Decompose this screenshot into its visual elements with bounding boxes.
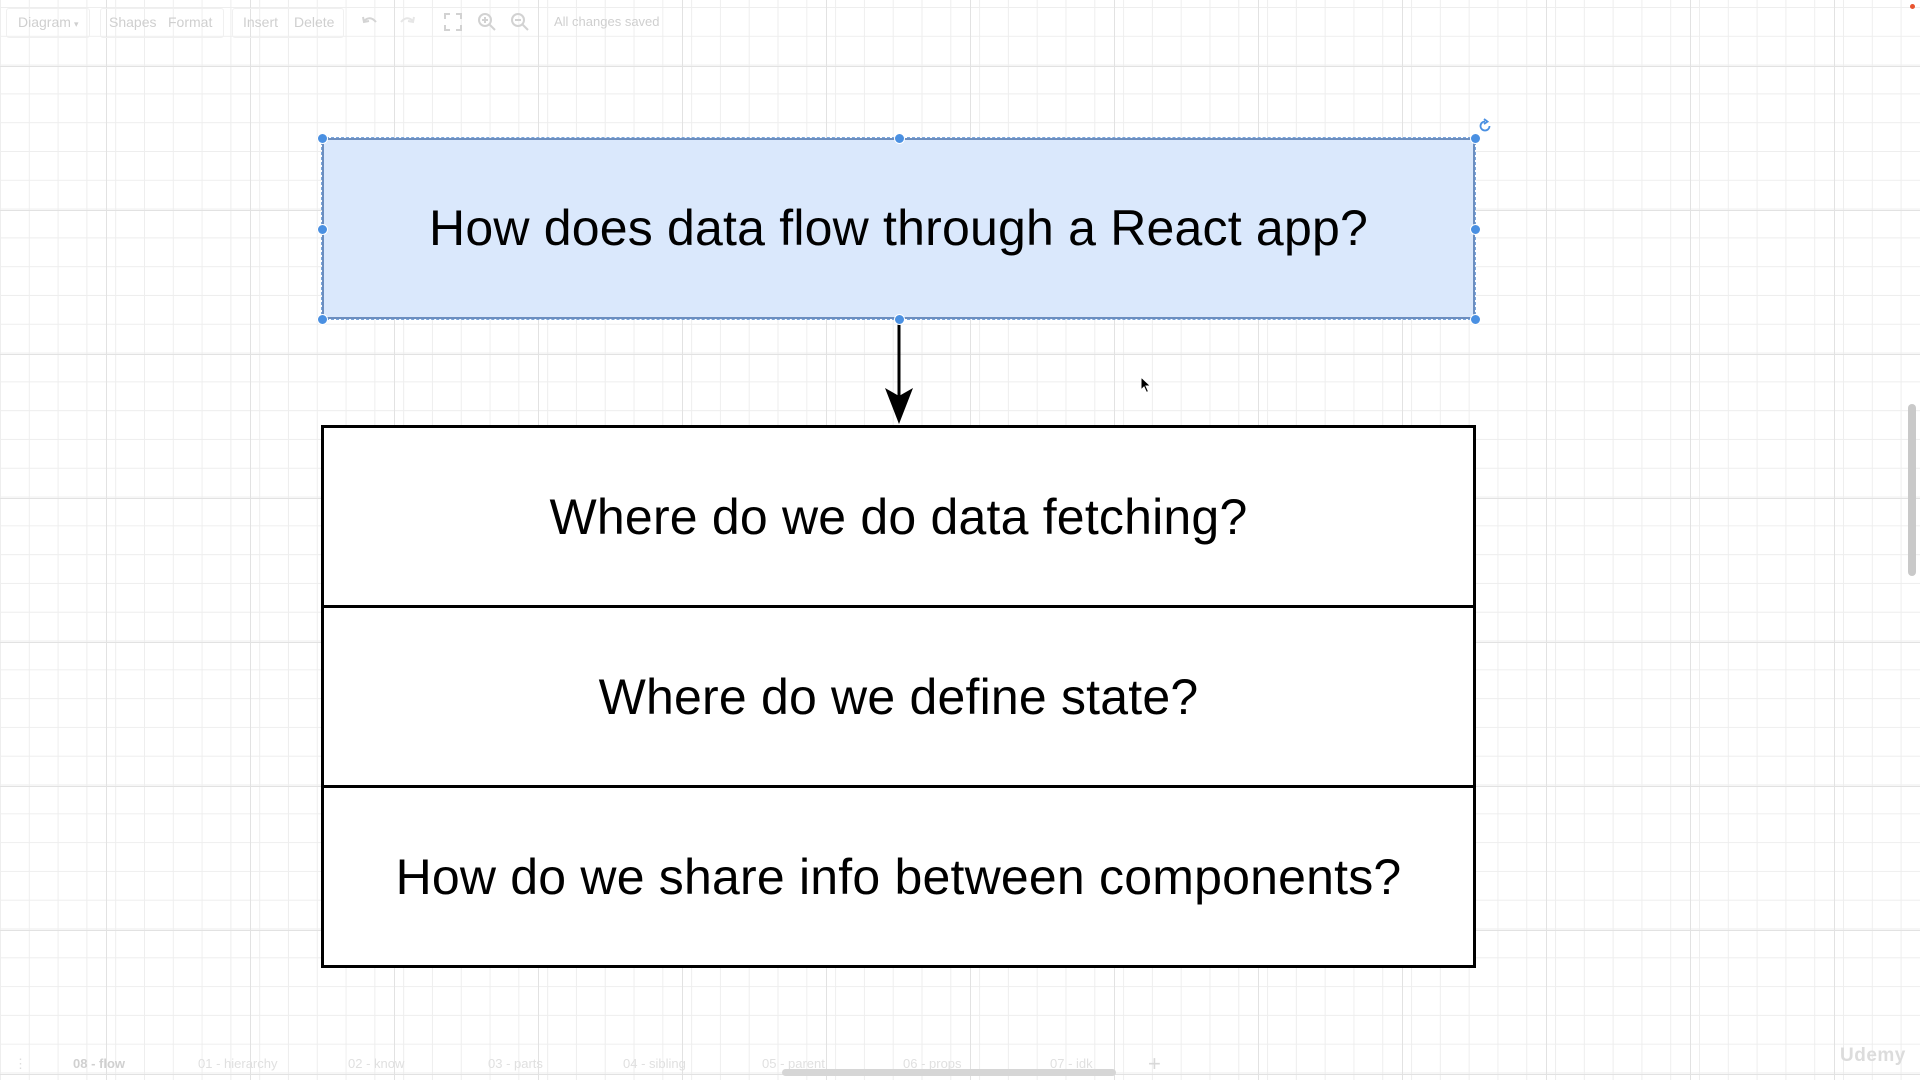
chevron-down-icon: ▾ [74, 19, 79, 29]
diagram-menu[interactable]: Diagram [18, 14, 71, 30]
page-tab-bar: ⋮ 08 - flow 01 - hierarchy 02 - know 03 … [0, 1050, 1920, 1080]
page-tab-know[interactable]: 02 - know [348, 1056, 405, 1071]
horizontal-scrollbar[interactable] [782, 1069, 1116, 1076]
undo-icon[interactable] [359, 11, 381, 33]
resize-handle-top-left[interactable] [317, 133, 328, 144]
vertical-ellipsis-icon[interactable]: ⋮ [14, 1056, 27, 1071]
resize-handle-left[interactable] [317, 224, 328, 235]
title-shape[interactable]: How does data flow through a React app? [322, 138, 1475, 319]
page-tab-idk[interactable]: 07 - idk [1050, 1056, 1093, 1071]
zoom-out-icon[interactable] [509, 11, 531, 33]
question-share-info[interactable]: How do we share info between components? [324, 785, 1473, 965]
page-tab-props[interactable]: 06 - props [903, 1056, 962, 1071]
rotate-icon[interactable] [1477, 118, 1493, 134]
mouse-pointer-icon [1140, 376, 1152, 394]
page-tab-parent[interactable]: 05 - parent [762, 1056, 825, 1071]
resize-handle-right[interactable] [1470, 224, 1481, 235]
question-data-fetching[interactable]: Where do we do data fetching? [549, 488, 1248, 545]
zoom-in-icon[interactable] [476, 11, 498, 33]
udemy-watermark: Udemy [1840, 1045, 1906, 1066]
page-tab-parts[interactable]: 03 - parts [488, 1056, 543, 1071]
fullscreen-icon[interactable] [442, 11, 464, 33]
notification-dot [1910, 4, 1915, 9]
resize-handle-bottom-left[interactable] [317, 314, 328, 325]
page-tab-flow[interactable]: 08 - flow [73, 1056, 126, 1071]
page-tab-sibling[interactable]: 04 - sibling [623, 1056, 686, 1071]
diagram-menu-group [6, 8, 90, 38]
question-define-state[interactable]: Where do we define state? [324, 605, 1473, 785]
redo-icon[interactable] [396, 11, 418, 33]
delete-button[interactable]: Delete [294, 14, 335, 30]
shapes-button[interactable]: Shapes [109, 14, 157, 30]
edit-group [232, 8, 344, 38]
vertical-scrollbar[interactable] [1908, 404, 1916, 576]
connector-arrow[interactable] [880, 318, 920, 428]
resize-handle-bottom-right[interactable] [1470, 314, 1481, 325]
question-stack[interactable]: Where do we do data fetching? Where do w… [321, 425, 1476, 968]
page-tab-hierarchy[interactable]: 01 - hierarchy [198, 1056, 278, 1071]
plus-icon[interactable]: + [1148, 1051, 1161, 1076]
resize-handle-bottom[interactable] [894, 314, 905, 325]
insert-button[interactable]: Insert [243, 14, 279, 30]
resize-handle-top-right[interactable] [1470, 133, 1481, 144]
save-status: All changes saved [554, 14, 660, 29]
format-button[interactable]: Format [168, 14, 213, 30]
toolbar: Diagram ▾ Shapes Format Insert Delete Al… [0, 0, 1920, 44]
panel-toggle-group [100, 8, 224, 38]
resize-handle-top[interactable] [894, 133, 905, 144]
